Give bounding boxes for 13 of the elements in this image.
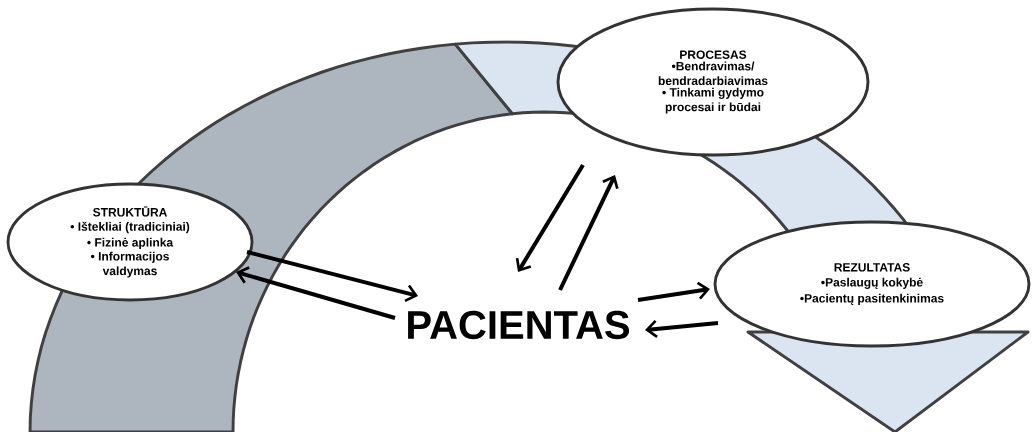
label-text: PACIENTAS [408, 310, 630, 340]
arrow [246, 250, 418, 303]
node-label: •Pacientų pasitenkinimas [800, 293, 944, 305]
node-label: REZULTATAS [834, 263, 910, 272]
arrow [645, 320, 719, 338]
arrow [515, 163, 585, 272]
arrow [637, 281, 710, 302]
ellipse-node: STRUKTŪRA • Ištekliai (tradiciniai) • Fizinė aplinka • Informacijos valdymas [6, 182, 254, 302]
node-label: •Paslaugų kokybė [821, 277, 923, 289]
arrow [236, 266, 396, 320]
ellipse-node: PROCESAS •Bendravimas/ bendradarbiavimas • Tinkami gydymo procesai ir būdai [556, 7, 870, 157]
arrow [558, 175, 619, 291]
ellipse-node: REZULTATAS •Paslaugų kokybė •Pacientų pasitenkinimas [713, 220, 1031, 348]
